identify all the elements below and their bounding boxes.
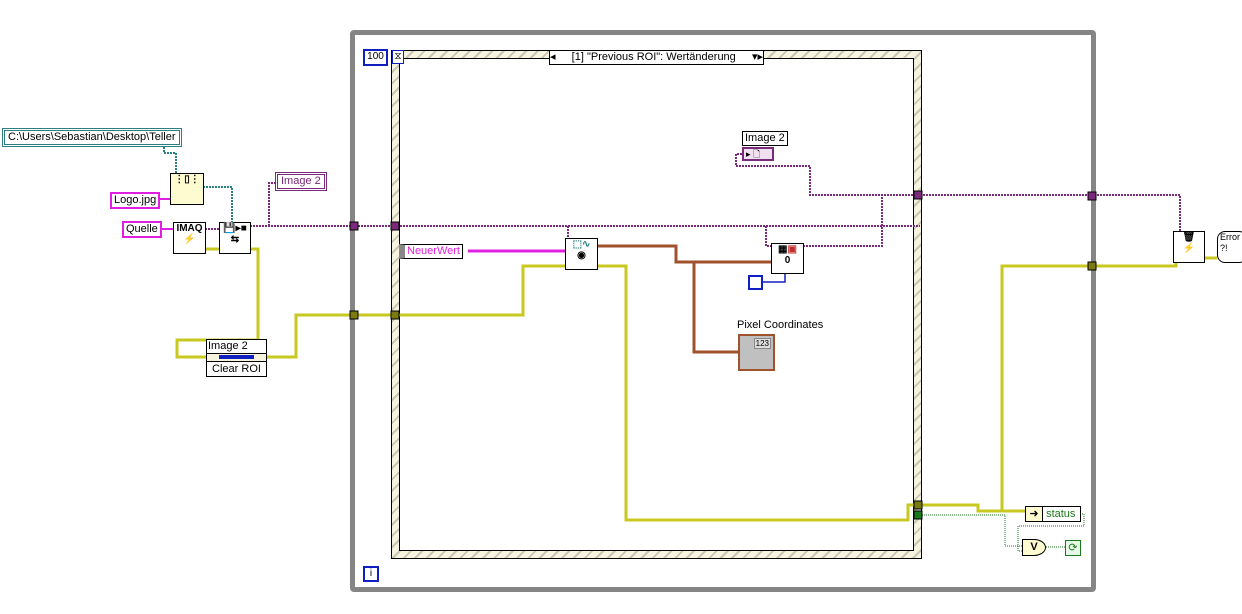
image-wire [268, 182, 275, 226]
dispose-image-node[interactable]: 🗑⚡ [1173, 231, 1205, 263]
bool-wire [922, 514, 1022, 547]
image-ref-label: Image 2 [742, 131, 788, 146]
bool-wire [1017, 513, 1085, 552]
wait-ms-constant[interactable]: 100 [363, 49, 388, 66]
error-tunnel [349, 310, 359, 320]
image-tunnel [390, 221, 400, 231]
bool-tunnel [913, 510, 923, 520]
timeout-hourglass-icon: ⧖ [392, 50, 404, 64]
error-tunnel [1087, 261, 1097, 271]
roi-to-pixel-node[interactable]: ⬚∿◉ [565, 238, 598, 270]
iteration-terminal: i [363, 566, 379, 582]
trash-icon: 🗑 [1182, 232, 1196, 243]
path-constant[interactable]: C:\Users\Sebastian\Desktop\Teller [2, 128, 182, 147]
image-name-constant[interactable]: Quelle [122, 221, 162, 238]
error-wire [1000, 262, 1178, 511]
image-indicator[interactable]: Image 2 [275, 172, 327, 191]
imaq-label: IMAQ [176, 223, 203, 234]
next-case-arrow[interactable]: ▾▸ [751, 51, 763, 63]
image-wire [745, 225, 771, 247]
event-case-content [399, 58, 914, 551]
image-ref-terminal[interactable]: ▸ 🗋 [742, 147, 774, 161]
error-terminals [207, 353, 266, 362]
error-label: Error [1220, 232, 1240, 242]
image-wire [735, 153, 1181, 231]
or-gate[interactable]: V [1022, 539, 1046, 556]
property-node-title: Image 2 [208, 340, 248, 352]
status-indicator[interactable]: ➜ status [1025, 506, 1081, 522]
path-wire [203, 186, 233, 222]
arrow-icon: ➜ [1026, 507, 1043, 521]
pixel-numeric: 123 [753, 338, 771, 349]
error-wire [597, 264, 1025, 522]
pixel-wire [692, 262, 738, 354]
image-wire [803, 195, 883, 247]
image-tunnel [349, 221, 359, 231]
property-node[interactable]: Image 2 Clear ROI [206, 339, 267, 377]
numeric-constant[interactable] [748, 275, 763, 290]
loop-condition-icon[interactable]: ⟳ [1065, 540, 1081, 556]
build-path-node[interactable]: ⋮▯⋮ [170, 173, 204, 205]
property-clear-roi[interactable]: Clear ROI [212, 363, 261, 375]
imaq-create-node[interactable]: IMAQ⚡ [173, 222, 206, 254]
pixel-wire [597, 244, 771, 264]
error-wire [266, 264, 565, 359]
pixel-coordinates-label: Pixel Coordinates [737, 319, 824, 331]
event-selector[interactable]: ◂ [1] "Previous ROI": Wertänderung ▾▸ [549, 50, 764, 65]
pixel-coordinates-indicator[interactable]: 123 [738, 334, 775, 371]
get-pixel-node[interactable]: ▦▣0 [771, 243, 804, 274]
prev-case-arrow[interactable]: ◂ [550, 51, 556, 63]
int-wire [762, 273, 786, 283]
status-label: status [1046, 508, 1076, 520]
path-wire [156, 136, 177, 178]
error-handler-node[interactable]: Error?! [1217, 231, 1242, 263]
save-to-image-icon: 💾▸■ [223, 223, 247, 234]
error-tunnel [390, 310, 400, 320]
read-file-node[interactable]: 💾▸■⇆ [219, 222, 251, 254]
error-tunnel [913, 500, 923, 510]
image-tunnel [1087, 191, 1097, 201]
file-name-constant[interactable]: Logo.jpg [110, 192, 161, 209]
event-selector-label: [1] "Previous ROI": Wertänderung [571, 51, 736, 63]
create-icon: ⚡ [183, 234, 196, 245]
new-value-node: NeuerWert [399, 244, 463, 259]
image-tunnel [913, 190, 923, 200]
